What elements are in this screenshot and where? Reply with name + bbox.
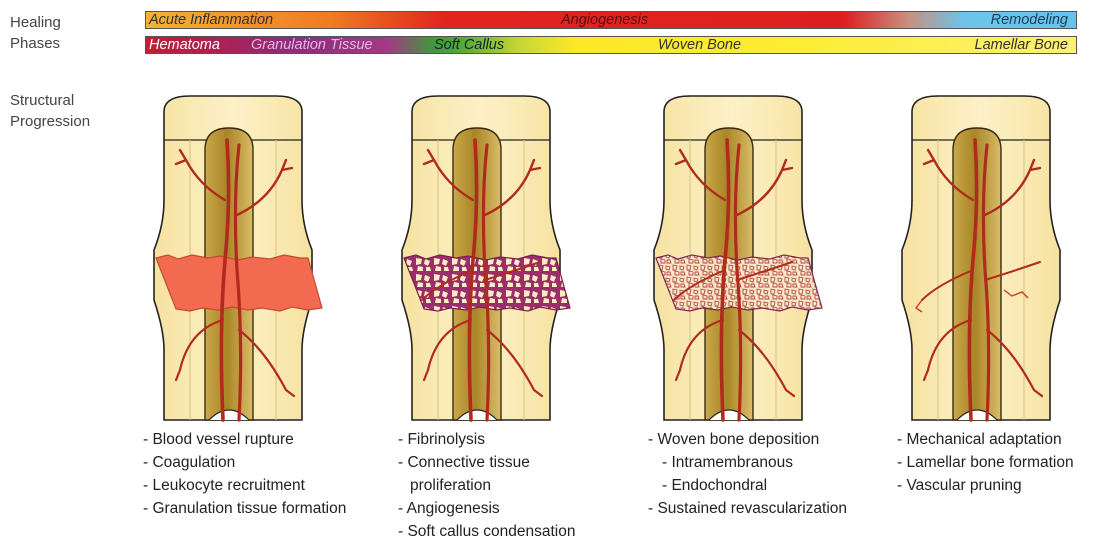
stage-4-bullet: - Vascular pruning [897,474,1074,497]
stage-2-bullet: - Connective tissue [398,451,576,474]
stage-3-bullet: - Sustained revascularization [648,497,847,520]
stage-3-bullet: - Woven bone deposition [648,428,847,451]
stage-4-bullet: - Mechanical adaptation [897,428,1074,451]
stage-3-bullet: - Intramembranous [648,451,847,474]
bone-stage-4 [902,96,1060,420]
stage-2-bullet: - Angiogenesis [398,497,576,520]
stage-4-bullet: - Lamellar bone formation [897,451,1074,474]
stage-2-bullets: - Fibrinolysis - Connective tissue proli… [398,428,576,543]
stage-4-bullets: - Mechanical adaptation - Lamellar bone … [897,428,1074,497]
stage-1-bullets: - Blood vessel rupture - Coagulation - L… [143,428,346,520]
stage-3-bullet: - Endochondral [648,474,847,497]
bone-stage-3 [654,96,822,420]
stage-1-bullet: - Coagulation [143,451,346,474]
bone-stage-1 [154,96,322,420]
stage-1-bullet: - Blood vessel rupture [143,428,346,451]
stage-2-bullet: - Soft callus condensation [398,520,576,543]
stage-1-bullet: - Leukocyte recruitment [143,474,346,497]
stage-3-bullets: - Woven bone deposition - Intramembranou… [648,428,847,520]
stage-2-bullet: - Fibrinolysis [398,428,576,451]
stage-2-bullet: proliferation [398,474,576,497]
bone-stage-2 [402,96,570,420]
stage-1-bullet: - Granulation tissue formation [143,497,346,520]
